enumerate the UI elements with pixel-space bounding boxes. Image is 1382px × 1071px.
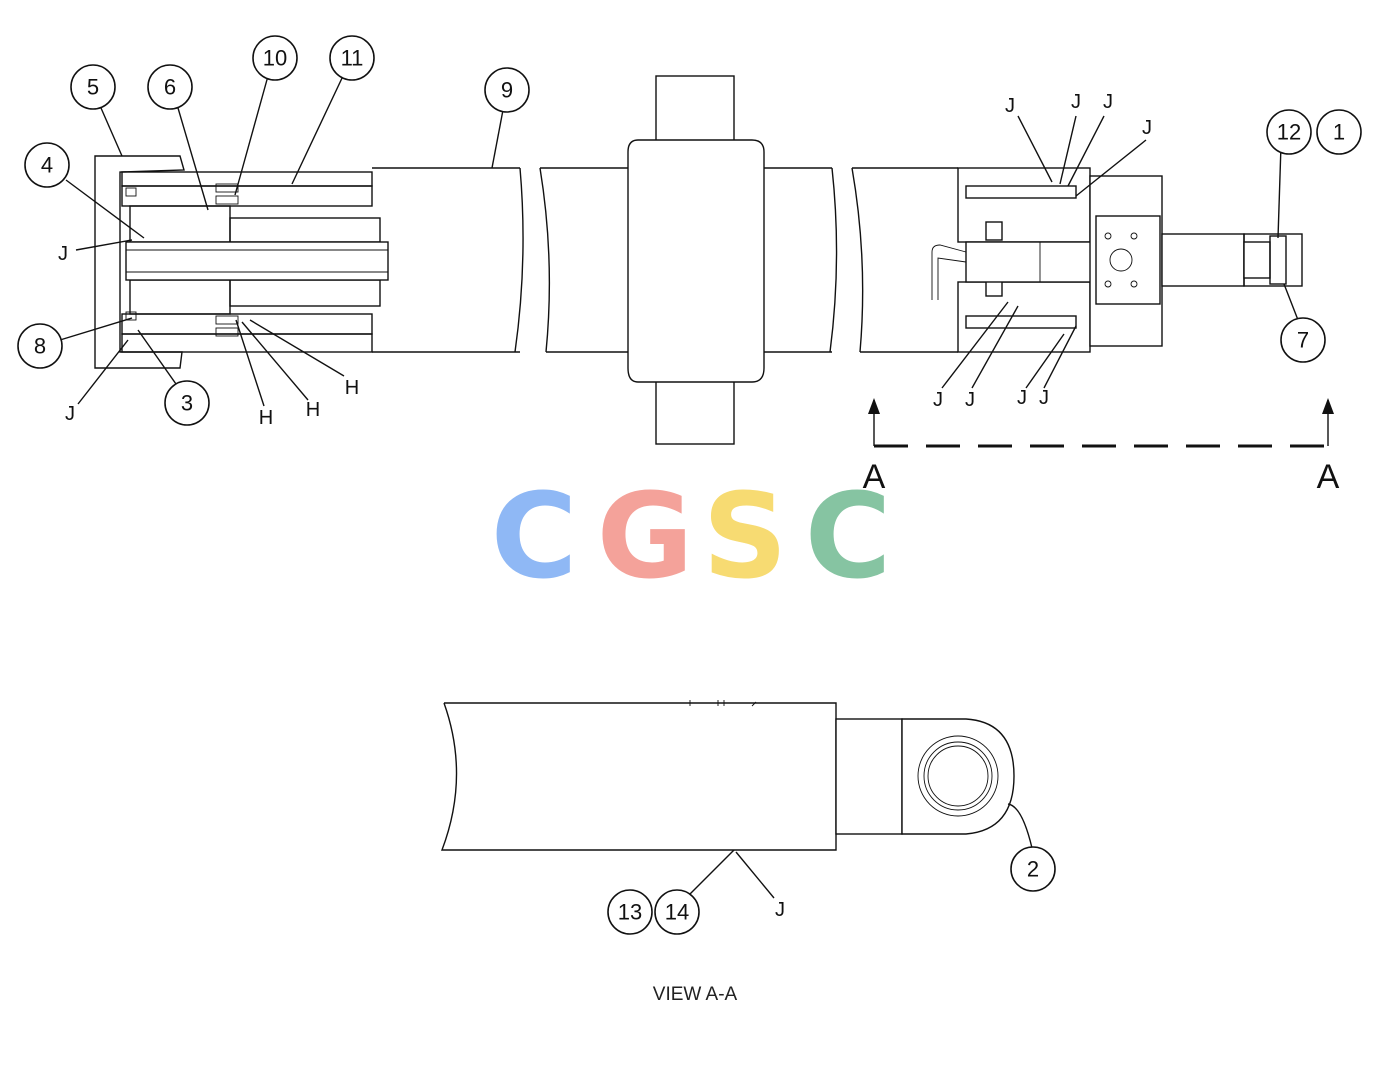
svg-text:10: 10 [263, 46, 287, 71]
svg-text:12: 12 [1277, 120, 1301, 145]
callout-2: 2 [1010, 846, 1056, 892]
label-j: J [965, 389, 975, 411]
svg-text:1: 1 [1333, 120, 1345, 145]
label-h: H [345, 377, 359, 399]
label-h: H [306, 399, 320, 421]
callout-5: 5 [70, 64, 116, 110]
section-marker-right: A [1317, 458, 1340, 496]
svg-text:6: 6 [164, 75, 176, 100]
label-j: J [775, 899, 785, 921]
label-j: J [1142, 117, 1152, 139]
svg-text:13: 13 [618, 900, 642, 925]
label-j: J [65, 403, 75, 425]
letter-labels: J J H H H J J J J J J J J J [58, 91, 1152, 921]
callout-11: 11 [329, 35, 375, 81]
section-marker-left: A [863, 458, 886, 496]
leader-lines [59, 75, 1299, 899]
cylinder-section-view: A A [94, 75, 1340, 496]
callout-4: 4 [24, 142, 70, 188]
label-j: J [933, 389, 943, 411]
callout-8: 8 [17, 323, 63, 369]
svg-text:2: 2 [1027, 857, 1039, 882]
callout-14: 14 [654, 889, 700, 935]
svg-text:8: 8 [34, 334, 46, 359]
svg-text:5: 5 [87, 75, 99, 100]
svg-text:7: 7 [1297, 328, 1309, 353]
watermark-letter-1: C [491, 467, 578, 605]
cgsc-watermark: C G S C [491, 467, 892, 605]
callout-7: 7 [1280, 317, 1326, 363]
watermark-letter-3: S [703, 467, 788, 605]
callout-1: 1 [1316, 109, 1362, 155]
svg-text:11: 11 [341, 46, 364, 71]
callout-12: 12 [1266, 109, 1312, 155]
view-a-a: VIEW A-A [440, 700, 1015, 1005]
callout-9: 9 [484, 67, 530, 113]
callout-3: 3 [164, 380, 210, 426]
label-j: J [1017, 387, 1027, 409]
label-j: J [1039, 387, 1049, 409]
svg-text:9: 9 [501, 78, 513, 103]
label-j: J [1103, 91, 1113, 113]
callout-13: 13 [607, 889, 653, 935]
label-j: J [1005, 95, 1015, 117]
callout-6: 6 [147, 64, 193, 110]
svg-text:14: 14 [665, 900, 689, 925]
label-j: J [58, 243, 68, 265]
watermark-letter-4: C [805, 467, 892, 605]
watermark-letter-2: G [597, 467, 694, 605]
view-caption: VIEW A-A [653, 984, 738, 1005]
svg-text:3: 3 [181, 391, 193, 416]
callout-10: 10 [252, 35, 298, 81]
label-h: H [259, 407, 273, 429]
svg-text:4: 4 [41, 153, 53, 178]
label-j: J [1071, 91, 1081, 113]
